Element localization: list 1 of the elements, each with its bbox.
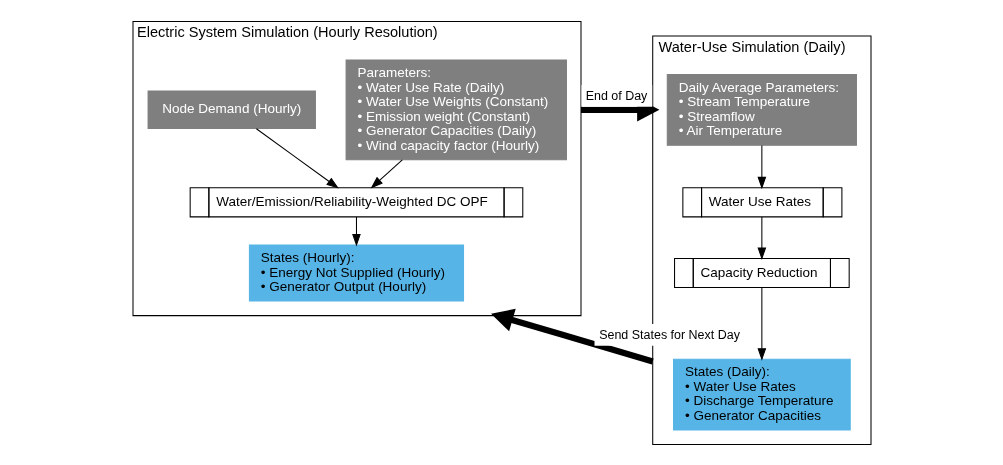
edge-label: End of Day [585,88,647,103]
